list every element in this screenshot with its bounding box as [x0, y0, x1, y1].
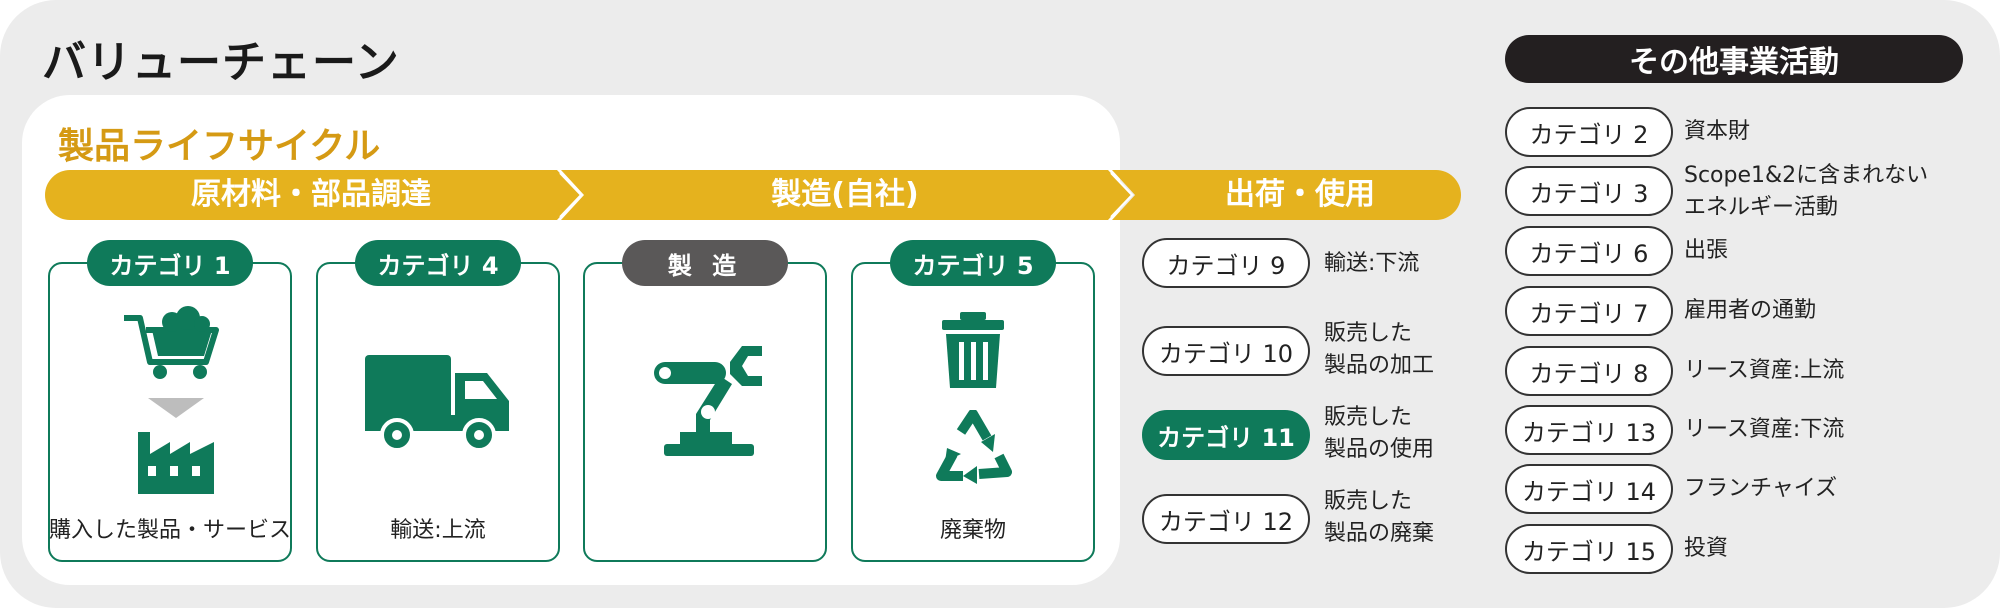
factory-icon	[138, 432, 214, 494]
category-desc: 資本財	[1684, 119, 1751, 144]
phase-procurement: 原材料・部品調達	[191, 177, 431, 212]
cart-icon	[124, 306, 219, 379]
category-pill: カテゴリ 15	[1505, 524, 1673, 574]
category-pill: カテゴリ 9	[1142, 238, 1310, 288]
category-pill: カテゴリ 8	[1505, 346, 1673, 396]
card-caption: 輸送:上流	[390, 518, 486, 543]
category-desc: 出張	[1684, 238, 1729, 263]
down-arrow-icon	[148, 398, 204, 418]
category-desc: 販売した 製品の加工	[1324, 321, 1435, 378]
recycle-icon	[936, 410, 1012, 484]
card-label: カテゴリ 1	[87, 240, 253, 286]
category-pill: カテゴリ 2	[1505, 107, 1673, 157]
card-label: 製 造	[622, 240, 788, 286]
phase-arrow-bar	[45, 170, 1461, 220]
robot-arm-icon	[654, 346, 762, 456]
category-pill-highlighted: カテゴリ 11	[1142, 410, 1310, 460]
other-activities-header: その他事業活動	[1505, 35, 1963, 83]
card-label: カテゴリ 5	[890, 240, 1056, 286]
card-label: カテゴリ 4	[355, 240, 521, 286]
phase-manufacturing: 製造(自社)	[771, 177, 919, 212]
phase-shipping-use: 出荷・使用	[1225, 177, 1375, 212]
category-pill: カテゴリ 10	[1142, 326, 1310, 376]
category-desc: 雇用者の通勤	[1684, 298, 1817, 323]
category-desc: 販売した 製品の使用	[1324, 405, 1435, 462]
page-title: バリューチェーン	[42, 37, 400, 88]
truck-icon	[365, 355, 509, 452]
card-caption: 廃棄物	[939, 518, 1006, 543]
category-pill: カテゴリ 14	[1505, 464, 1673, 514]
category-pill: カテゴリ 13	[1505, 405, 1673, 455]
card-caption: 購入した製品・サービス	[48, 518, 291, 543]
category-desc: フランチャイズ	[1684, 476, 1838, 501]
category-desc: 投資	[1684, 536, 1729, 561]
category-desc: リース資産:下流	[1684, 417, 1845, 442]
category-pill: カテゴリ 12	[1142, 494, 1310, 544]
category-pill: カテゴリ 7	[1505, 286, 1673, 336]
category-desc: Scope1&2に含まれない エネルギー活動	[1684, 163, 1929, 220]
category-pill: カテゴリ 6	[1505, 226, 1673, 276]
trash-icon	[942, 312, 1004, 388]
category-desc: リース資産:上流	[1684, 358, 1845, 383]
category-desc: 輸送:下流	[1324, 251, 1420, 276]
category-desc: 販売した 製品の廃棄	[1324, 489, 1435, 546]
category-pill: カテゴリ 3	[1505, 166, 1673, 216]
lifecycle-title: 製品ライフサイクル	[58, 126, 381, 167]
